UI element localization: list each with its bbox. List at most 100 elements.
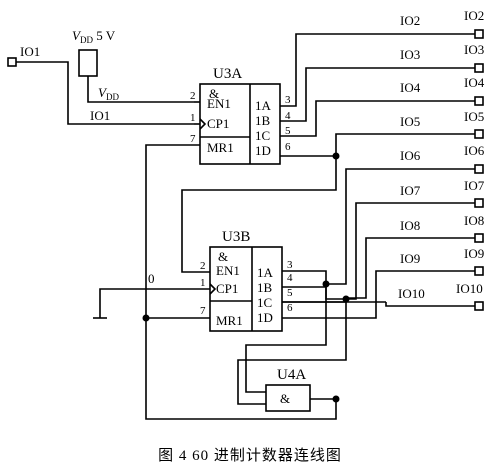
io6-output-port xyxy=(474,164,484,174)
u3b-pin-num-6: 6 xyxy=(287,302,293,314)
u3a-pin-num-3: 3 xyxy=(285,94,291,106)
io4-port-label: IO4 xyxy=(464,75,485,90)
u3b-pin-num-5: 5 xyxy=(287,287,293,299)
figure-caption: 图 4 60 进制计数器连线图 xyxy=(158,447,342,464)
u3b-pin-1d: 1D xyxy=(257,310,273,325)
io5-port-label: IO5 xyxy=(464,109,484,124)
u3b-pin-num-2: 2 xyxy=(200,260,206,272)
u3a-pin-num-4: 4 xyxy=(285,110,291,122)
io3-port-label: IO3 xyxy=(464,42,484,57)
io8-port-label: IO8 xyxy=(464,213,484,228)
output-io4: IO4 IO4 xyxy=(400,75,485,106)
junction-dot xyxy=(322,280,330,288)
u3b-pin-num-3: 3 xyxy=(287,259,293,271)
io7-net-label: IO7 xyxy=(400,183,421,198)
junction-dot xyxy=(342,295,350,303)
io1-port-label: IO1 xyxy=(20,44,40,59)
wire-u4a-in1 xyxy=(245,284,327,393)
wire-io10 xyxy=(385,302,475,307)
u3a-clock-marker xyxy=(199,118,207,130)
u3a-pin-num-2: 2 xyxy=(190,90,196,102)
output-io3: IO3 IO3 xyxy=(400,42,484,73)
io9-port-label: IO9 xyxy=(464,246,484,261)
io9-net-label: IO9 xyxy=(400,251,420,266)
wire-ground-cp1 xyxy=(99,288,210,318)
io8-output-port xyxy=(474,233,484,243)
wire-io9 xyxy=(282,270,475,319)
u3a-pin-num-1: 1 xyxy=(190,112,196,124)
junction-dot xyxy=(332,395,340,403)
junction-dot xyxy=(332,152,340,160)
u3a-pin-num-6: 6 xyxy=(285,141,291,153)
u3b-chip xyxy=(209,246,283,332)
io6-net-label: IO6 xyxy=(400,148,421,163)
wire-io3 xyxy=(280,67,475,122)
u3a-pin-en1: EN1 xyxy=(207,96,231,111)
u3b-pin-1c: 1C xyxy=(257,295,272,310)
io2-port-label: IO2 xyxy=(464,8,484,23)
wire-u4a-in2 xyxy=(237,302,347,405)
u3b-pin-cp1: CP1 xyxy=(216,281,238,296)
io2-output-port xyxy=(474,29,484,39)
u3b-pin-1a: 1A xyxy=(257,265,274,280)
u3b-pin-num-4: 4 xyxy=(287,272,293,284)
wire-io8 xyxy=(282,237,475,303)
u4a-title: U4A xyxy=(277,367,306,383)
io5-net-label: IO5 xyxy=(400,114,420,129)
u3b-pin-1b: 1B xyxy=(257,280,273,295)
u3a-pin-1c: 1C xyxy=(255,128,270,143)
u3b-pin-num-7: 7 xyxy=(200,305,206,317)
u3a-pin-num-5: 5 xyxy=(285,125,291,137)
output-io6: IO6 IO6 xyxy=(400,143,485,174)
u3a-pin-1b: 1B xyxy=(255,113,271,128)
output-io7: IO7 IO7 xyxy=(400,178,485,208)
io9-output-port xyxy=(474,266,484,276)
io3-net-label: IO3 xyxy=(400,47,420,62)
junction-dot xyxy=(142,314,150,322)
output-io5: IO5 IO5 xyxy=(400,109,484,139)
u3b-pin-en1: EN1 xyxy=(216,263,240,278)
u3b-and-symbol: & xyxy=(218,249,228,264)
u4a-gate xyxy=(265,384,311,412)
io5-output-port xyxy=(474,129,484,139)
u3a-title: U3A xyxy=(213,66,242,82)
u3b-clock-marker xyxy=(209,283,217,295)
u4a-and-symbol: & xyxy=(280,391,290,406)
io6-port-label: IO6 xyxy=(464,143,485,158)
io10-output-port xyxy=(474,301,484,311)
wire-reset-bus xyxy=(145,144,337,420)
output-io8: IO8 IO8 xyxy=(400,213,484,243)
io2-net-label: IO2 xyxy=(400,13,420,28)
io1-input-port xyxy=(7,57,17,67)
io10-net-label: IO10 xyxy=(398,286,425,301)
u3b-title: U3B xyxy=(222,229,250,245)
vdd-supply-label: VDD 5 V xyxy=(72,28,116,45)
io3-output-port xyxy=(474,63,484,73)
vdd-net-label: VDD xyxy=(98,85,119,102)
wire-io4 xyxy=(280,100,475,137)
u3a-pin-1a: 1A xyxy=(255,98,272,113)
u3a-pin-cp1: CP1 xyxy=(207,116,229,131)
ground-label: 0 xyxy=(148,271,155,286)
io4-output-port xyxy=(474,96,484,106)
wire-carry-en1 xyxy=(181,156,337,273)
wire-io2 xyxy=(280,33,475,107)
io10-port-label: IO10 xyxy=(456,281,483,296)
u3a-pin-mr1: MR1 xyxy=(207,140,234,155)
u3b-pin-num-1: 1 xyxy=(200,277,206,289)
vdd-supply-symbol xyxy=(78,49,98,77)
wire-io7 xyxy=(282,202,475,300)
io7-output-port xyxy=(474,198,484,208)
output-io2: IO2 IO2 xyxy=(400,8,484,39)
io1-net-label: IO1 xyxy=(90,108,110,123)
io8-net-label: IO8 xyxy=(400,218,420,233)
output-io9: IO9 IO9 xyxy=(400,246,484,276)
output-io10: IO10 IO10 xyxy=(398,281,484,311)
wire-io5 xyxy=(280,133,475,157)
vdd-wire xyxy=(87,76,194,103)
io1-clock-wire xyxy=(16,61,194,125)
u3b-pin-mr1: MR1 xyxy=(216,313,243,328)
io4-net-label: IO4 xyxy=(400,80,421,95)
wire-io6 xyxy=(282,168,475,285)
